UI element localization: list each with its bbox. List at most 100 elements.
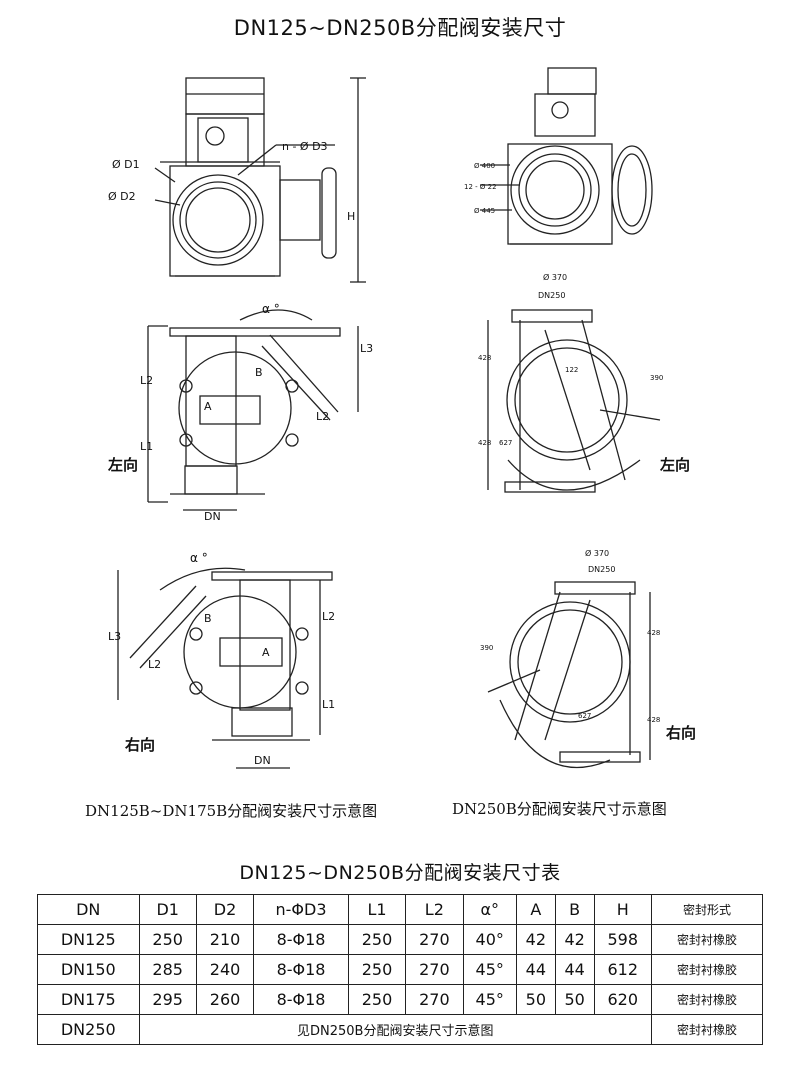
side-view-left: α ° L2 L1 L3 L2 A B DN 左向 [107, 302, 373, 523]
table-cell: 285 [138, 954, 197, 985]
alpha-2-label: α ° [190, 551, 208, 565]
table-cell: DN175 [37, 984, 140, 1015]
table-cell: 295 [138, 984, 197, 1015]
table-cell: 210 [195, 924, 255, 955]
table-cell: DN125 [37, 924, 140, 955]
front-view-dn125: Ø D1 Ø D2 n - Ø D3 H [108, 77, 366, 283]
table-cell: DN150 [37, 954, 140, 985]
table-cell: 8-Φ18 [253, 954, 349, 985]
caption-dn250: DN250B分配阀安装尺寸示意图 [452, 800, 667, 818]
d627-2-label: 627 [578, 712, 591, 720]
dn250-a-label: DN250 [538, 291, 565, 300]
header-cell: H [593, 894, 652, 925]
l3b-label: L3 [108, 630, 121, 643]
left-dir-1: 左向 [107, 456, 138, 474]
dn-b-label: DN [254, 754, 271, 767]
table-cell: 240 [195, 954, 255, 985]
table-cell: 260 [195, 984, 255, 1015]
dn-a-label: DN [204, 510, 221, 523]
n-d3-label: n - Ø D3 [282, 140, 328, 153]
table-cell: 250 [347, 984, 407, 1015]
phi445-label: Ø 445 [474, 207, 495, 215]
page-title: DN125~DN250B分配阀安装尺寸 [233, 16, 567, 40]
table-cell: 45° [462, 954, 517, 985]
l1a-label: L1 [140, 440, 153, 453]
table-cell: 密封衬橡胶 [650, 984, 764, 1015]
l2-left-label: L2 [148, 658, 161, 671]
h-label: H [347, 210, 355, 223]
d2-label: Ø D2 [108, 190, 136, 203]
left-dir-2: 左向 [659, 456, 690, 474]
bolts-label: 12 - Ø 22 [464, 183, 497, 191]
header-cell: D1 [138, 894, 197, 925]
header-cell: L2 [405, 894, 464, 925]
header-cell: α° [462, 894, 517, 925]
right-dir-1: 右向 [125, 736, 155, 754]
d627-1-label: 627 [499, 439, 512, 447]
dn250-b-label: DN250 [588, 565, 615, 574]
table-cell: 612 [593, 954, 652, 985]
table-cell: DN250 [37, 1014, 140, 1045]
d428-2-label: 428 [478, 439, 491, 447]
table-cell: 42 [515, 924, 556, 955]
l3a-label: L3 [360, 342, 373, 355]
d1-label: Ø D1 [112, 158, 140, 171]
table-cell: 45° [462, 984, 517, 1015]
d122-label: 122 [565, 366, 578, 374]
right-dir-2: 右向 [666, 724, 696, 742]
b-label-2: B [204, 612, 212, 625]
alpha-1-label: α ° [262, 302, 280, 316]
l1b-label: L1 [322, 698, 335, 711]
a-label: A [204, 400, 212, 413]
table-cell: 598 [593, 924, 652, 955]
table-cell: 250 [347, 954, 407, 985]
d428-4-label: 428 [647, 716, 660, 724]
table-cell: 8-Φ18 [253, 984, 349, 1015]
b-label: B [255, 366, 263, 379]
caption-dn125-175: DN125B~DN175B分配阀安装尺寸示意图 [85, 802, 378, 820]
d428-1-label: 428 [478, 354, 491, 362]
header-cell: A [515, 894, 556, 925]
installation-drawing: Ø D1 Ø D2 n - Ø D3 H Ø 400 12 - Ø 22 Ø 4… [107, 67, 696, 769]
table-cell: 270 [405, 924, 464, 955]
table-header-row: DN D1 D2 n-ΦD3 L1 L2 α° A B H 密封形式 [37, 894, 764, 925]
table-row: DN125 250 210 8-Φ18 250 270 40° 42 42 59… [37, 924, 764, 955]
phi400-label: Ø 400 [474, 162, 495, 170]
table-cell: 8-Φ18 [253, 924, 349, 955]
table-cell: 44 [515, 954, 556, 985]
header-cell: L1 [347, 894, 407, 925]
table-row: DN150 285 240 8-Φ18 250 270 45° 44 44 61… [37, 954, 764, 985]
table-cell: 50 [515, 984, 556, 1015]
table-cell: 44 [554, 954, 595, 985]
header-cell: D2 [195, 894, 255, 925]
front-view-dn250: Ø 400 12 - Ø 22 Ø 445 [464, 67, 653, 245]
l2b-label: L2 [322, 610, 335, 623]
table-cell: 250 [138, 924, 197, 955]
table-cell: 密封衬橡胶 [650, 1014, 764, 1045]
table-cell: 50 [554, 984, 595, 1015]
table-cell: 620 [593, 984, 652, 1015]
phi370-b-label: Ø 370 [585, 548, 609, 558]
a-label-2: A [262, 646, 270, 659]
spec-table: DN D1 D2 n-ΦD3 L1 L2 α° A B H 密封形式 DN125… [37, 894, 764, 1045]
d428-3-label: 428 [647, 629, 660, 637]
phi370-a-label: Ø 370 [543, 272, 567, 282]
header-cell: DN [37, 894, 140, 925]
section-view-dn250-right: Ø 370 DN250 390 428 428 627 右向 [480, 548, 696, 769]
header-cell: 密封形式 [650, 894, 764, 925]
table-title: DN125~DN250B分配阀安装尺寸表 [239, 862, 561, 884]
table-cell: 42 [554, 924, 595, 955]
table-cell: 270 [405, 984, 464, 1015]
section-view-dn250-left: Ø 370 DN250 428 428 627 122 390 左向 [478, 272, 690, 493]
d390-1-label: 390 [650, 374, 663, 382]
dn250-note: 见DN250B分配阀安装尺寸示意图 [138, 1014, 652, 1045]
d390-2-label: 390 [480, 644, 493, 652]
header-cell: n-ΦD3 [253, 894, 349, 925]
table-row: DN175 295 260 8-Φ18 250 270 45° 50 50 62… [37, 984, 764, 1015]
header-cell: B [554, 894, 595, 925]
l2a-label: L2 [140, 374, 153, 387]
table-cell: 250 [347, 924, 407, 955]
l2-right-label: L2 [316, 410, 329, 423]
table-cell: 270 [405, 954, 464, 985]
side-view-right: α ° L3 L2 L1 L2 A B DN 右向 [108, 551, 335, 769]
